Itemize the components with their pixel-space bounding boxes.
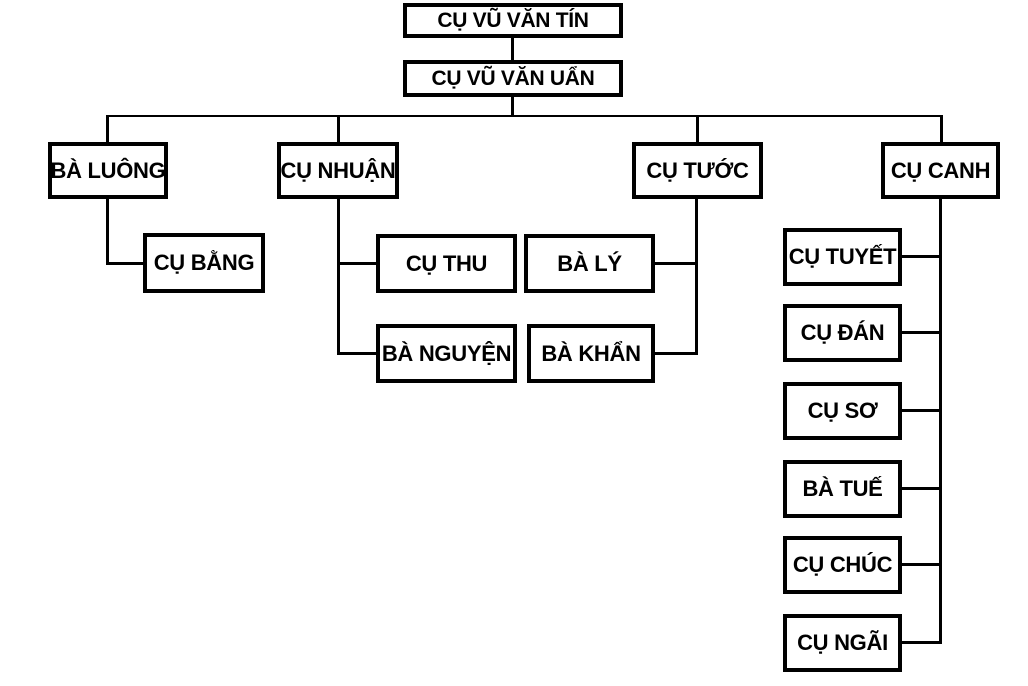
node-ba-ly: BÀ LÝ xyxy=(524,234,655,293)
node-cu-vu-van-uan: CỤ VŨ VĂN UẨN xyxy=(403,60,623,97)
connector-cu-canh-stem xyxy=(939,199,942,644)
connector-stub-ba-ly xyxy=(655,262,698,265)
connector-sibling-bus xyxy=(106,115,943,117)
node-cu-vu-van-tin: CỤ VŨ VĂN TÍN xyxy=(403,3,623,38)
connector-stub-cu-dan xyxy=(902,331,939,334)
node-cu-thu: CỤ THU xyxy=(376,234,517,293)
connector-stub-cu-tuyet xyxy=(902,255,939,258)
connector-uan-stem xyxy=(511,95,514,117)
connector-stub-ba-tue xyxy=(902,487,939,490)
node-cu-tuoc: CỤ TƯỚC xyxy=(632,142,763,199)
node-cu-bang: CỤ BẰNG xyxy=(143,233,265,293)
connector-cu-tuoc-stem xyxy=(695,199,698,355)
connector-stub-cu-chuc xyxy=(902,563,939,566)
node-cu-canh: CỤ CANH xyxy=(881,142,1000,199)
node-cu-chuc: CỤ CHÚC xyxy=(783,536,902,594)
connector-cu-nhuan-stem xyxy=(337,199,340,355)
connector-stub-ba-nguyen xyxy=(337,352,376,355)
connector-drop-ba-luong xyxy=(106,115,109,142)
node-cu-nhuan: CỤ NHUẬN xyxy=(277,142,399,199)
node-cu-so: CỤ SƠ xyxy=(783,382,902,440)
node-cu-ngai: CỤ NGÃI xyxy=(783,614,902,672)
connector-drop-cu-nhuan xyxy=(337,115,340,142)
connector-stub-cu-so xyxy=(902,409,939,412)
node-cu-tuyet: CỤ TUYẾT xyxy=(783,228,902,286)
connector-drop-cu-canh xyxy=(940,115,943,142)
connector-drop-cu-tuoc xyxy=(696,115,699,142)
node-ba-luong: BÀ LUÔNG xyxy=(48,142,168,199)
connector-stub-cu-bang xyxy=(106,262,143,265)
connector-ba-luong-stem xyxy=(106,199,109,265)
node-ba-nguyen: BÀ NGUYỆN xyxy=(376,324,517,383)
node-ba-tue: BÀ TUẾ xyxy=(783,460,902,518)
connector-stub-ba-khan xyxy=(655,352,698,355)
connector-tin-to-uan xyxy=(511,36,514,62)
node-cu-dan: CỤ ĐÁN xyxy=(783,304,902,362)
connector-stub-cu-ngai xyxy=(902,641,939,644)
connector-stub-cu-thu xyxy=(337,262,376,265)
node-ba-khan: BÀ KHẨN xyxy=(527,324,655,383)
